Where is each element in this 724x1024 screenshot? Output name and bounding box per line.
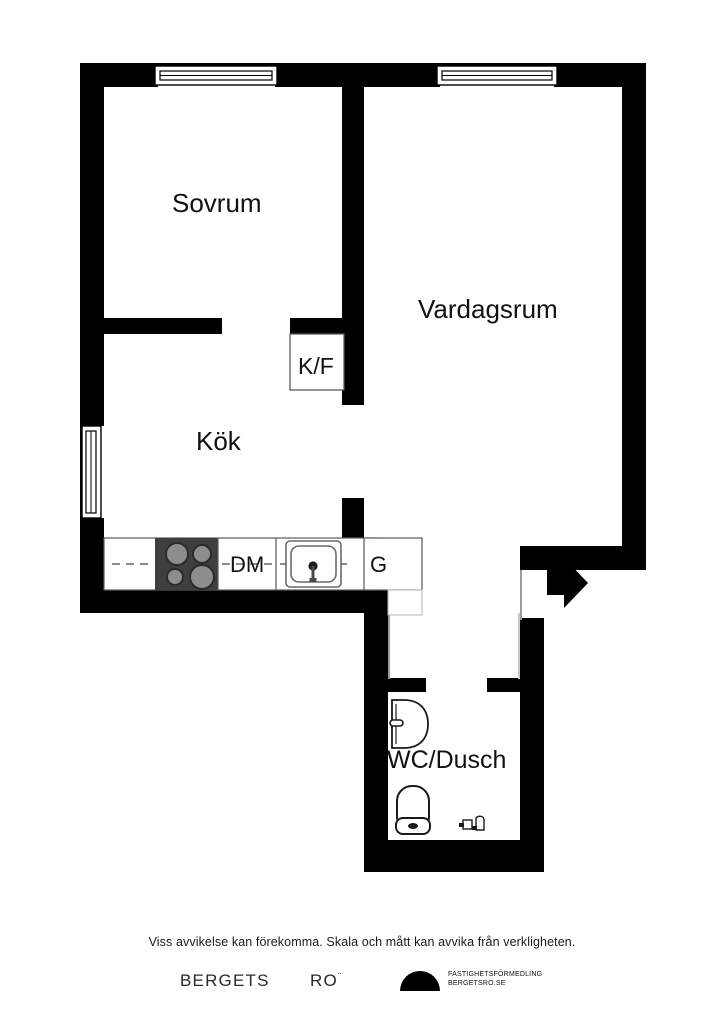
hall-left-hairline (388, 613, 390, 679)
brand-name-bergets: BERGETS (180, 971, 270, 990)
wall-bath-right (520, 690, 544, 840)
brand-ro-diacritic-mark: ¨ (337, 971, 341, 982)
wardrobe-corridor-strip (387, 589, 423, 616)
wall-kf-header (290, 318, 364, 334)
wall-right-exterior (622, 63, 646, 546)
sink-icon (280, 540, 352, 588)
wall-group (80, 63, 646, 872)
footer: Viss avvikelse kan förekomma. Skala och … (0, 925, 724, 1024)
wall-left-upper (80, 63, 104, 426)
window-group (81, 65, 558, 519)
agency-logo-text: FASTIGHETSFÖRMEDLING BERGETSRO.SE (448, 970, 542, 989)
wall-kf-right (342, 329, 364, 405)
dome-icon (400, 971, 440, 991)
wall-kitchen-bottom (80, 589, 380, 613)
wall-hall-left-upper (364, 589, 388, 690)
fixture-label-dm: DM (230, 552, 265, 577)
wall-bath-left (364, 690, 388, 840)
brand-bar: BERGETS RO¨ FASTIGHETSFÖRMEDLING BERGETS… (0, 965, 724, 1010)
wall-bath-header-right (487, 678, 544, 692)
wall-sovrum-vardagsrum (342, 63, 364, 329)
brand-ro-text: RO (310, 971, 338, 990)
fixture-label-kf: K/F (298, 353, 334, 379)
toilet-icon (395, 785, 431, 835)
agency-website: BERGETSRO.SE (448, 980, 506, 988)
window-vardagsrum (436, 65, 558, 86)
wall-bath-header-left (364, 678, 426, 692)
entry-door-line (520, 570, 522, 620)
window-kok (81, 425, 102, 519)
disclaimer-text: Viss avvikelse kan förekomma. Skala och … (148, 935, 576, 949)
wall-entry-jamb-upper (520, 618, 544, 642)
shower-fittings-icon (459, 815, 485, 831)
stove-icon (155, 538, 218, 590)
fixture-label-g: G (370, 552, 388, 577)
window-sovrum (154, 65, 278, 86)
entrance-arrow-icon (547, 558, 588, 608)
agency-tagline: FASTIGHETSFÖRMEDLING (448, 971, 543, 978)
room-label-vardagsrum: Vardagsrum (418, 294, 558, 324)
bathroom-fixtures (389, 699, 485, 835)
washbasin-icon (389, 699, 429, 749)
fridge-freezer-niche (289, 333, 345, 391)
wardrobe-box-g (363, 537, 423, 591)
room-label-kok: Kök (196, 426, 241, 456)
wall-right-step (520, 546, 646, 570)
brand-name-ro: RO¨ (310, 971, 341, 991)
wall-top-lintel-right (437, 63, 557, 67)
agency-logo: FASTIGHETSFÖRMEDLING BERGETSRO.SE (400, 965, 580, 997)
kitchen-counter-run (103, 537, 423, 616)
wall-top-lintel-left (155, 63, 277, 67)
wall-sovrum-bottom-left (80, 318, 222, 334)
wall-left-lower (80, 518, 104, 603)
hall-right-hairline (518, 613, 520, 679)
room-label-sovrum: Sovrum (172, 188, 262, 218)
wall-bath-bottom (364, 840, 544, 872)
room-label-wc-dusch: WC/Dusch (387, 746, 507, 774)
